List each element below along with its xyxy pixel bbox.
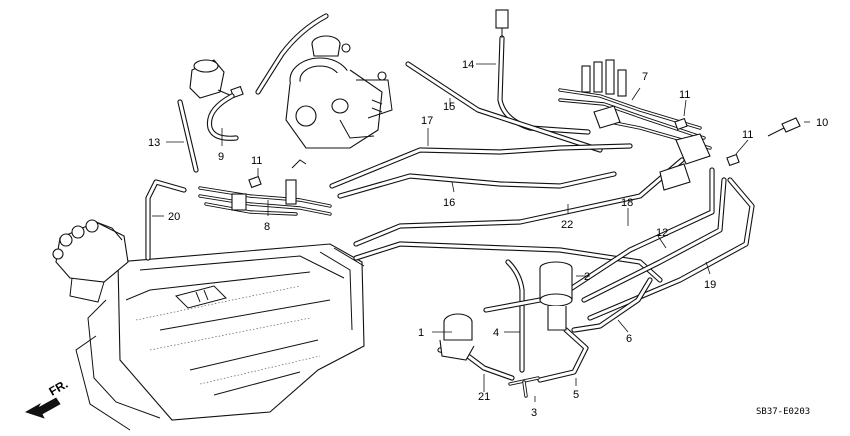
cap-11-right [726, 153, 740, 167]
label-15: 15 [443, 101, 455, 113]
label-20: 20 [168, 211, 180, 223]
egr-cap [311, 35, 351, 57]
label-21: 21 [478, 391, 490, 403]
hose-19 [587, 177, 755, 321]
hose-16 [337, 171, 617, 199]
label-14: 14 [462, 59, 474, 71]
hose-17 [329, 143, 633, 189]
hose-near-2 [483, 297, 543, 313]
hose-top-arc [255, 13, 329, 95]
engine-block [75, 243, 365, 431]
air-valve-top [189, 59, 244, 99]
label-10: 10 [816, 117, 828, 129]
valve-1 [439, 313, 475, 361]
label-22: 22 [561, 219, 573, 231]
drawing-code: SB37-E0203 [756, 407, 810, 417]
hose-5 [537, 327, 589, 383]
label-19: 19 [704, 279, 716, 291]
label-12: 12 [656, 227, 668, 239]
pipe-bundle-8 [198, 159, 332, 216]
hose-15 [405, 61, 603, 153]
hose-13 [177, 99, 199, 173]
connector-14 [495, 9, 509, 38]
solenoid-2 [539, 261, 573, 331]
bolt-10 [767, 117, 801, 137]
label-16: 16 [443, 197, 455, 209]
arrow-icon [25, 397, 61, 419]
label-3: 3 [531, 407, 537, 419]
label-17: 17 [421, 115, 433, 127]
throttle-body [285, 57, 393, 149]
fr-label: FR. [47, 377, 71, 399]
label-2: 2 [584, 271, 590, 283]
hose-22 [353, 157, 685, 247]
label-18: 18 [621, 197, 633, 209]
label-13: 13 [148, 137, 160, 149]
label-8: 8 [264, 221, 270, 233]
label-6: 6 [626, 333, 632, 345]
t-joint-3 [508, 376, 540, 398]
label-4: 4 [493, 327, 499, 339]
hose-4 [505, 259, 525, 373]
hose-6 [571, 277, 653, 333]
front-direction-arrow: FR. [25, 377, 71, 419]
label-1: 1 [418, 327, 424, 339]
hose-9 [206, 93, 239, 141]
cap-11-top [674, 117, 688, 131]
distributor [52, 219, 129, 303]
part-labels: 1 2 3 4 5 6 7 8 9 10 11 11 11 12 13 14 1… [148, 59, 828, 419]
hose-14 [497, 35, 591, 135]
label-11-right: 11 [742, 129, 753, 141]
label-7: 7 [642, 71, 648, 83]
label-9: 9 [218, 151, 224, 163]
label-5: 5 [573, 389, 579, 401]
cap-11-left [248, 175, 262, 189]
pipe-bundle-7 [558, 59, 712, 191]
hose-20 [145, 179, 187, 261]
label-11-top: 11 [679, 89, 690, 101]
leader-lines [152, 63, 810, 402]
hose-12 [581, 177, 727, 303]
label-11-left: 11 [251, 155, 262, 167]
hose-18 [569, 167, 715, 291]
